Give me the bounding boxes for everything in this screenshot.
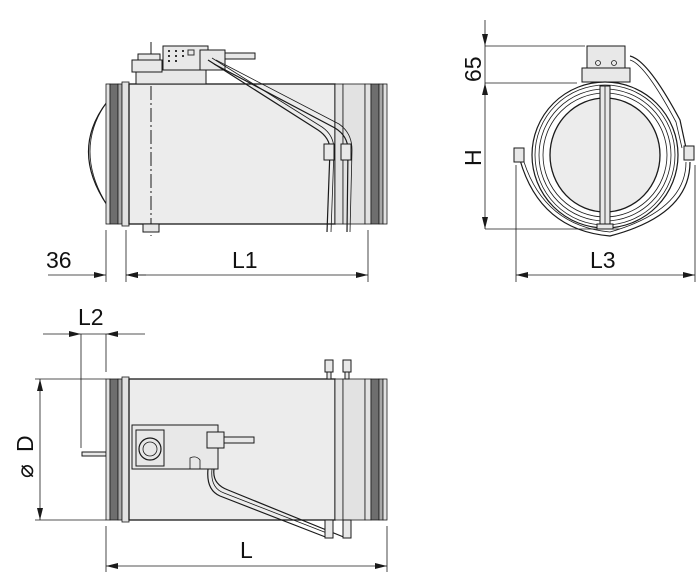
top-tube-2 xyxy=(213,468,347,539)
flange-left-outer xyxy=(105,83,111,225)
top-gasket-right xyxy=(370,378,380,521)
end-view: 65 H L3 xyxy=(460,20,696,282)
side-view: 36 L1 xyxy=(46,42,388,282)
end-connector-left xyxy=(513,147,525,163)
dim-label-D: D xyxy=(12,435,38,452)
end-connector-right xyxy=(683,145,695,161)
top-actuator-cable xyxy=(223,436,255,444)
top-view: L2 ⌀ D xyxy=(12,304,388,572)
dim-label-36: 36 xyxy=(46,247,72,273)
tube-connector-1 xyxy=(323,143,335,161)
actuator-knob xyxy=(138,437,162,461)
dim-label-L2: L2 xyxy=(78,304,104,330)
top-tube-1 xyxy=(207,468,329,539)
dim-label-H: H xyxy=(460,149,486,166)
top-gasket-left xyxy=(109,378,119,521)
end-actuator xyxy=(586,45,626,69)
gasket-right xyxy=(370,83,380,225)
gasket-left xyxy=(109,83,119,225)
shaft-stub xyxy=(142,223,160,233)
tube-connector-2 xyxy=(340,143,352,161)
dim-label-D-symbol: ⌀ xyxy=(12,464,38,478)
top-shaft xyxy=(81,451,107,457)
dim-label-65: 65 xyxy=(460,56,486,82)
end-tube-bottom xyxy=(519,159,691,237)
end-tube-right xyxy=(629,55,687,149)
dim-label-L: L xyxy=(240,537,253,563)
dim-label-L1: L1 xyxy=(232,247,258,273)
top-nipple-2 xyxy=(342,359,352,373)
duct-body xyxy=(128,83,336,225)
dim-label-L3: L3 xyxy=(590,247,616,273)
actuator-cable xyxy=(224,52,256,60)
top-nipple-1 xyxy=(324,359,334,373)
